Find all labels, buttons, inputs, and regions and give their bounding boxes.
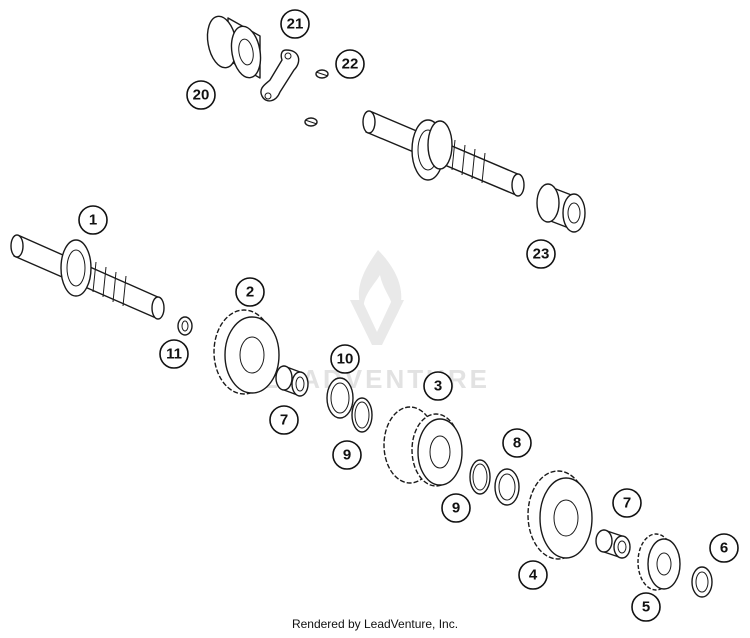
circlip-9-lower	[469, 459, 491, 495]
svg-text:7: 7	[280, 412, 288, 429]
svg-text:4: 4	[529, 567, 538, 584]
washer-11	[177, 316, 193, 336]
gear-2	[213, 309, 280, 395]
bearing-20	[206, 15, 262, 79]
callout-20: 20	[186, 80, 216, 110]
svg-text:3: 3	[434, 378, 442, 395]
svg-text:8: 8	[513, 435, 521, 452]
svg-text:11: 11	[166, 346, 182, 363]
callout-22: 22	[335, 49, 365, 79]
callout-4: 4	[518, 560, 548, 590]
callout-11: 11	[159, 339, 189, 369]
retaining-plate-21	[260, 49, 300, 102]
callout-23: 23	[526, 239, 556, 269]
circlip-9-upper	[351, 397, 373, 433]
callout-7-upper: 7	[269, 405, 299, 435]
svg-text:1: 1	[89, 212, 97, 229]
washer-6	[691, 566, 713, 598]
svg-text:23: 23	[533, 246, 550, 263]
needle-bearing-7-lower	[595, 529, 631, 559]
watermark-flame-icon	[358, 250, 402, 322]
screw-22	[304, 69, 329, 127]
gear-5	[637, 533, 681, 591]
svg-text:21: 21	[287, 16, 304, 33]
callout-9-lower: 9	[441, 493, 471, 523]
callout-8: 8	[502, 428, 532, 458]
needle-bearing-7-upper	[275, 365, 309, 397]
svg-text:9: 9	[452, 500, 460, 517]
rendered-by-footer: Rendered by LeadVenture, Inc.	[291, 617, 459, 631]
svg-text:2: 2	[246, 284, 254, 301]
svg-text:22: 22	[342, 56, 359, 73]
svg-text:10: 10	[337, 351, 354, 368]
thrust-washer-10	[326, 377, 354, 419]
gear-4	[527, 470, 593, 560]
callout-5: 5	[631, 592, 661, 622]
callout-21: 21	[280, 9, 310, 39]
callout-3: 3	[423, 371, 453, 401]
countershaft-upper	[362, 110, 525, 197]
svg-text:20: 20	[193, 87, 210, 104]
thrust-washer-8	[494, 468, 520, 506]
callout-7-lower: 7	[612, 488, 642, 518]
main-shaft-1	[10, 234, 165, 320]
svg-text:6: 6	[720, 540, 728, 557]
bearing-23	[536, 183, 586, 233]
svg-text:5: 5	[642, 599, 650, 616]
callout-1: 1	[78, 205, 108, 235]
callout-10: 10	[330, 344, 360, 374]
callout-2: 2	[235, 277, 265, 307]
watermark-v-icon	[350, 300, 404, 345]
svg-text:7: 7	[623, 495, 631, 512]
callout-6: 6	[709, 533, 739, 563]
gear-3	[383, 406, 463, 487]
svg-text:9: 9	[343, 447, 351, 464]
callout-9-upper: 9	[332, 440, 362, 470]
